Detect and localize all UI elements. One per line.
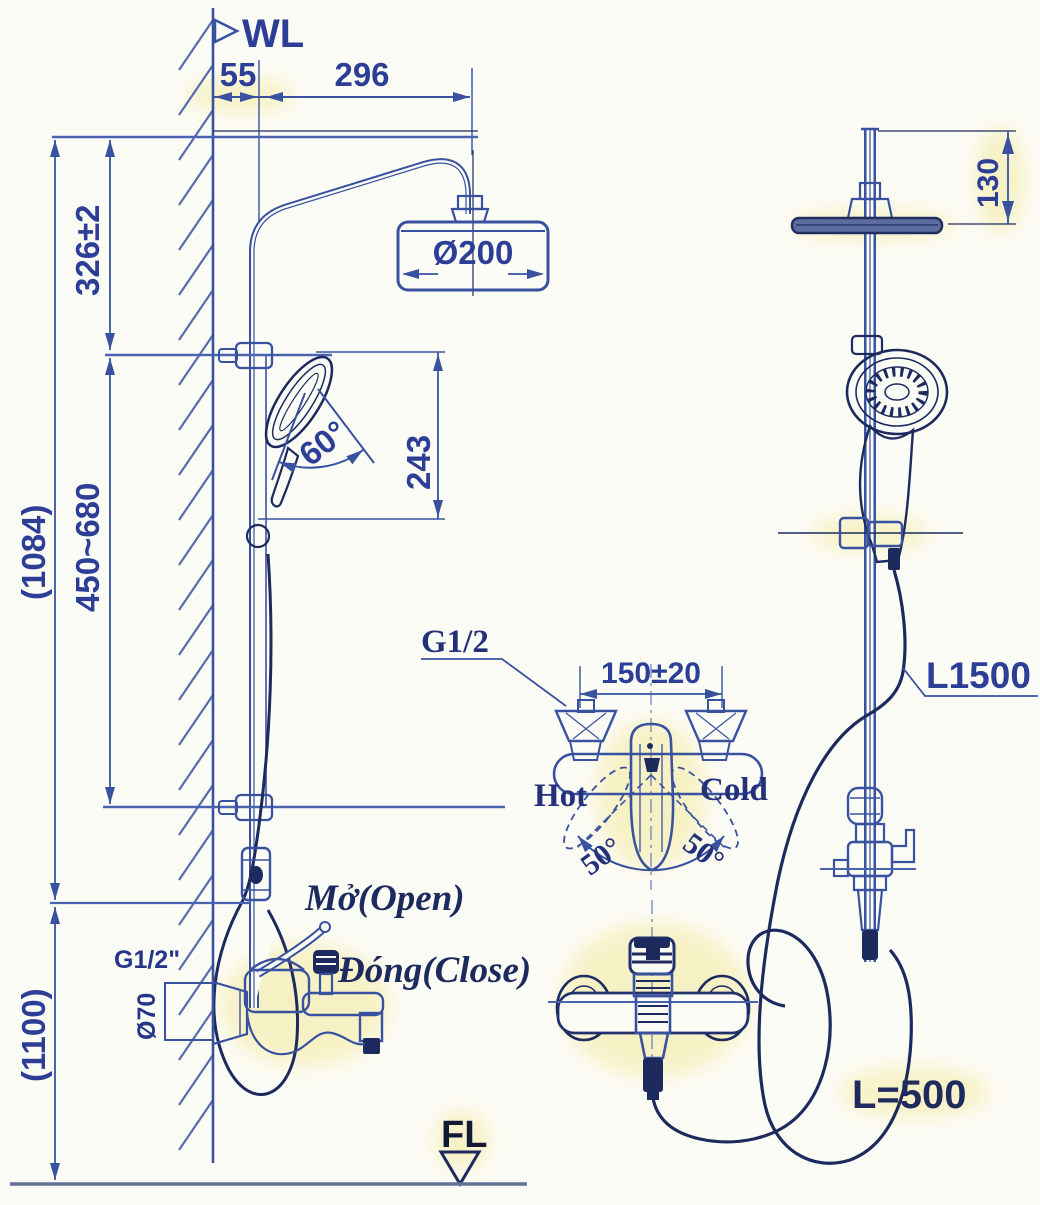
bath-mixer-front-view: L=500 [548, 900, 967, 1144]
cold-label: Cold [700, 772, 768, 808]
dim-escutcheon: Ø70 G1/2" [114, 946, 213, 1041]
inlet-thread-label: G1/2 [421, 624, 489, 660]
spout-hose-length-label: L=500 [852, 1073, 967, 1117]
dim-head-diameter: Ø200 [433, 234, 514, 271]
dim-mixer-height: (1100) [15, 907, 60, 1180]
svg-text:450~680: 450~680 [69, 483, 106, 612]
wall-section [178, 8, 215, 1163]
floor-line-marker: FL [10, 1114, 527, 1187]
hand-shower-hose-front [757, 569, 913, 1165]
water-line-marker: WL [213, 12, 304, 56]
dim-riser-top-to-head: 130 [972, 158, 1005, 208]
hand-shower-front [845, 334, 949, 564]
escutcheon-diameter-label: Ø70 [133, 993, 161, 1040]
riser-connector-side [240, 846, 272, 902]
hand-shower-hose-side [212, 553, 299, 1096]
dim-hand-shower-drop: 243 [258, 351, 445, 520]
svg-text:243: 243 [400, 435, 437, 490]
shower-column-front-view: 130 L1500 [757, 128, 1038, 1165]
dim-bracket-travel: 450~680 [69, 358, 115, 804]
dim-wall-to-riser: 55 [220, 56, 257, 93]
hot-label: Hot [534, 778, 587, 814]
water-line-label: WL [242, 12, 304, 56]
floor-line-label: FL [441, 1114, 487, 1156]
mixer-front-view: G1/2 150±20 Hot Cold 50° 50° [421, 624, 768, 890]
dim-head-to-bracket: 326±2 [69, 140, 115, 350]
dim-top-offsets: 55 296 [213, 56, 473, 255]
upper-slide-bracket [105, 341, 332, 370]
rain-shower-head-side: Ø200 [396, 150, 550, 296]
wall-thread-label: G1/2" [114, 946, 180, 974]
close-label: Đóng(Close) [337, 950, 531, 991]
svg-text:326±2: 326±2 [69, 204, 106, 296]
dim-column-overall: (1084) [15, 140, 60, 900]
lower-slide-bracket [103, 793, 505, 822]
hand-shower-side [245, 355, 334, 549]
svg-text:(1100): (1100) [15, 988, 52, 1082]
spout-hose [651, 928, 832, 1144]
svg-text:(1084): (1084) [15, 505, 52, 600]
bath-mixer-side [211, 921, 385, 1056]
hand-hose-length-label: L1500 [926, 655, 1031, 696]
dim-riser-to-head: 296 [334, 56, 389, 93]
open-label: Mở(Open) [304, 878, 465, 919]
